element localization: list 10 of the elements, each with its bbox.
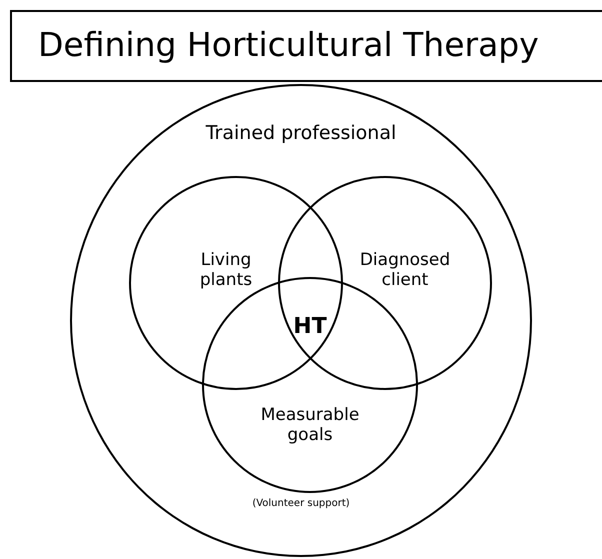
circle-label: Trained professional [204,122,398,145]
circle-label: Living plants [198,250,254,291]
circle-label: (Volunteer support) [251,498,351,510]
center-label: HT [293,314,327,340]
venn-circle [129,176,343,390]
venn-circle [278,176,492,390]
circle-label: Diagnosed client [358,250,452,291]
circle-label: Measurable goals [260,405,360,446]
title-box: Defining Horticultural Therapy [10,10,602,82]
outer-circle [70,84,532,557]
